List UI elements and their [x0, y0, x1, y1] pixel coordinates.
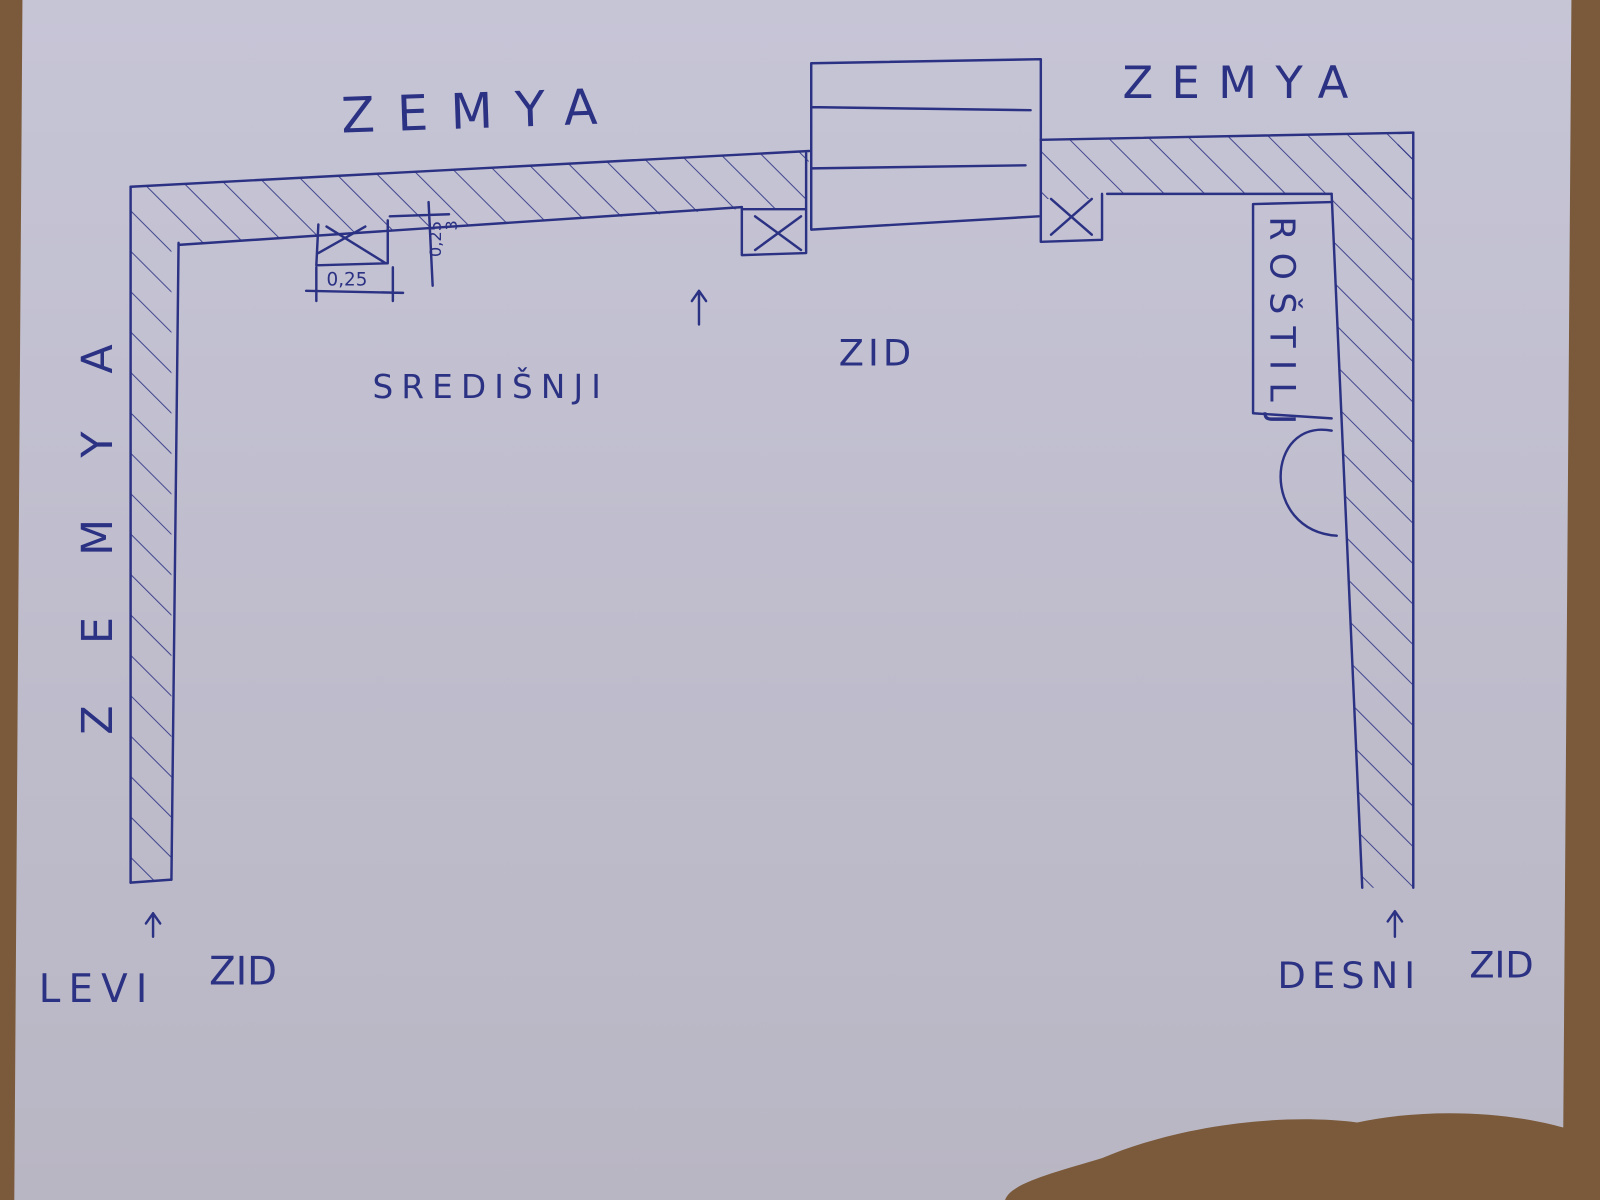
label-left-wall-1: LEVI — [39, 967, 156, 1012]
arrow-central — [690, 289, 708, 326]
staircase — [810, 57, 1043, 231]
label-central-wall-1: SREDIŠNJI — [372, 367, 609, 406]
pillar-left — [740, 151, 808, 257]
label-right-wall-1: DESNI — [1278, 954, 1422, 997]
right-wall — [1330, 131, 1415, 889]
arrow-left — [144, 912, 162, 938]
paper-sheet — [14, 0, 1572, 1200]
label-central-wall-2: ZID — [839, 331, 916, 374]
central-wall-left — [129, 149, 811, 247]
left-wall — [129, 185, 180, 884]
arrow-right — [1386, 910, 1404, 938]
label-left-wall-2: ZID — [209, 950, 277, 995]
pillar-right — [1039, 138, 1104, 244]
label-earth-left: ZEMYA — [73, 283, 123, 735]
label-earth-top-left: ZEMYA — [340, 78, 620, 145]
semicircle-oven — [1279, 428, 1338, 537]
grill-box — [1251, 200, 1333, 420]
label-grill: ROŠTILJ — [1261, 216, 1303, 436]
dimension-height: 3 — [442, 220, 461, 230]
dimension-width: 0,25 — [327, 270, 368, 291]
chimney-detail — [304, 200, 451, 303]
label-earth-top-right: ZEMYA — [1122, 56, 1366, 109]
label-right-wall-2: ZID — [1469, 944, 1533, 987]
central-wall-right — [1039, 131, 1415, 199]
dimension-depth: 0,25 — [426, 221, 445, 257]
